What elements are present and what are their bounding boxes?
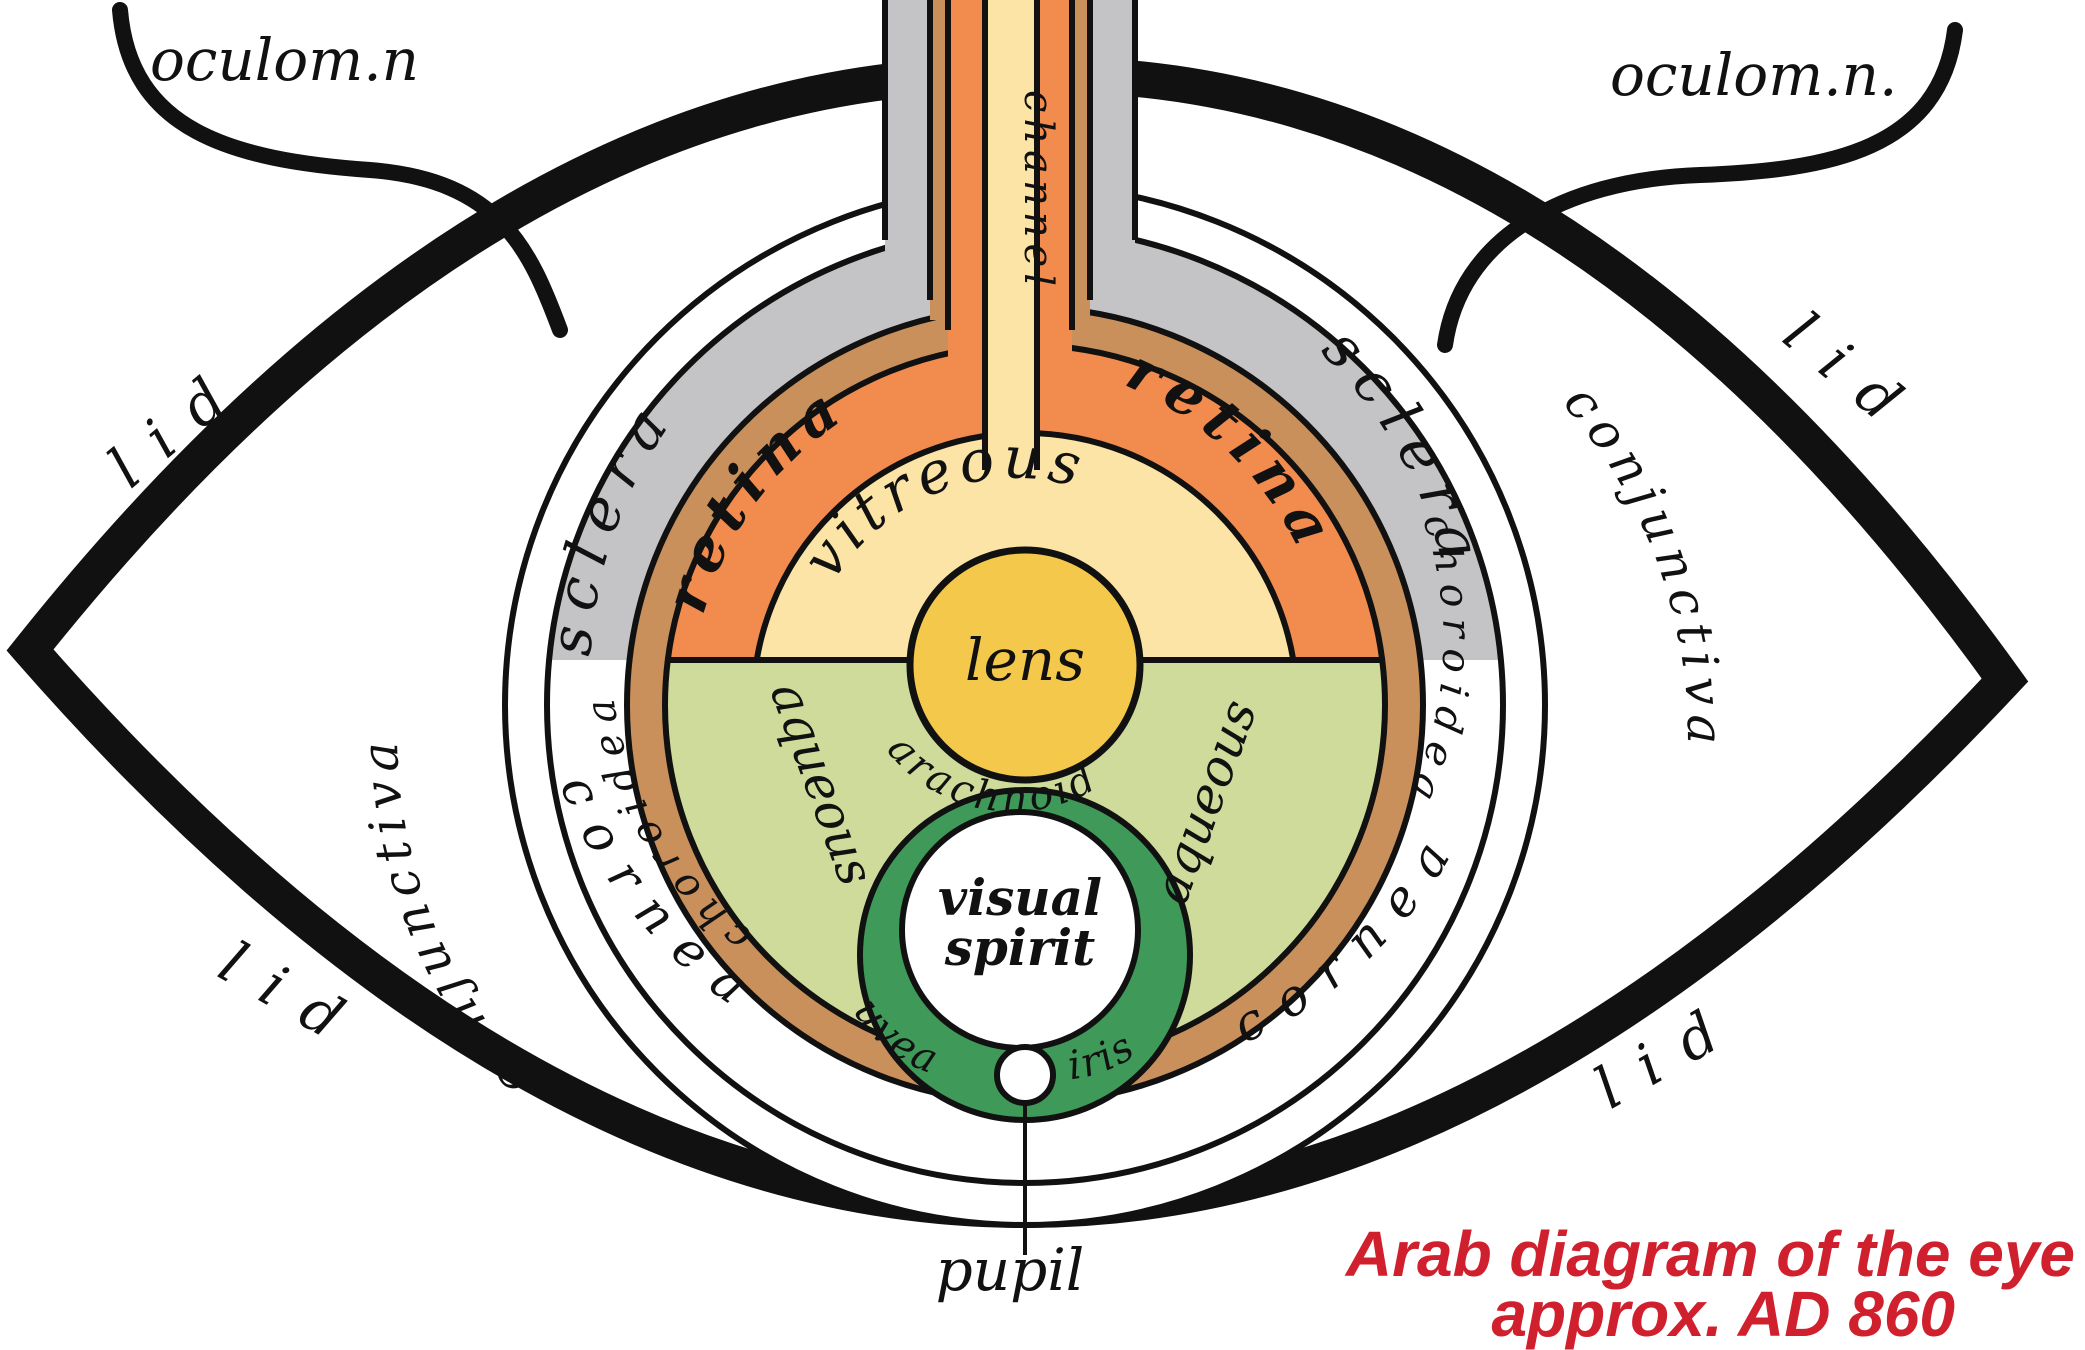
label-conjunctiva-right: conjunctiva — [1553, 373, 1734, 752]
label-lens: lens — [965, 626, 1085, 694]
label-pupil: pupil — [936, 1236, 1085, 1304]
label-spirit: spirit — [944, 918, 1096, 977]
label-conjunctiva-right-path: conjunctiva — [1553, 373, 1734, 752]
label-oculom-left: oculom.n — [150, 26, 419, 94]
caption-date: approx. AD 860 — [1491, 1282, 1955, 1346]
label-oculom-right: oculom.n. — [1610, 41, 1897, 109]
pupil-opening — [997, 1047, 1053, 1103]
label-channel: channel — [1015, 90, 1061, 292]
caption-title: Arab diagram of the eye — [1346, 1222, 2075, 1286]
